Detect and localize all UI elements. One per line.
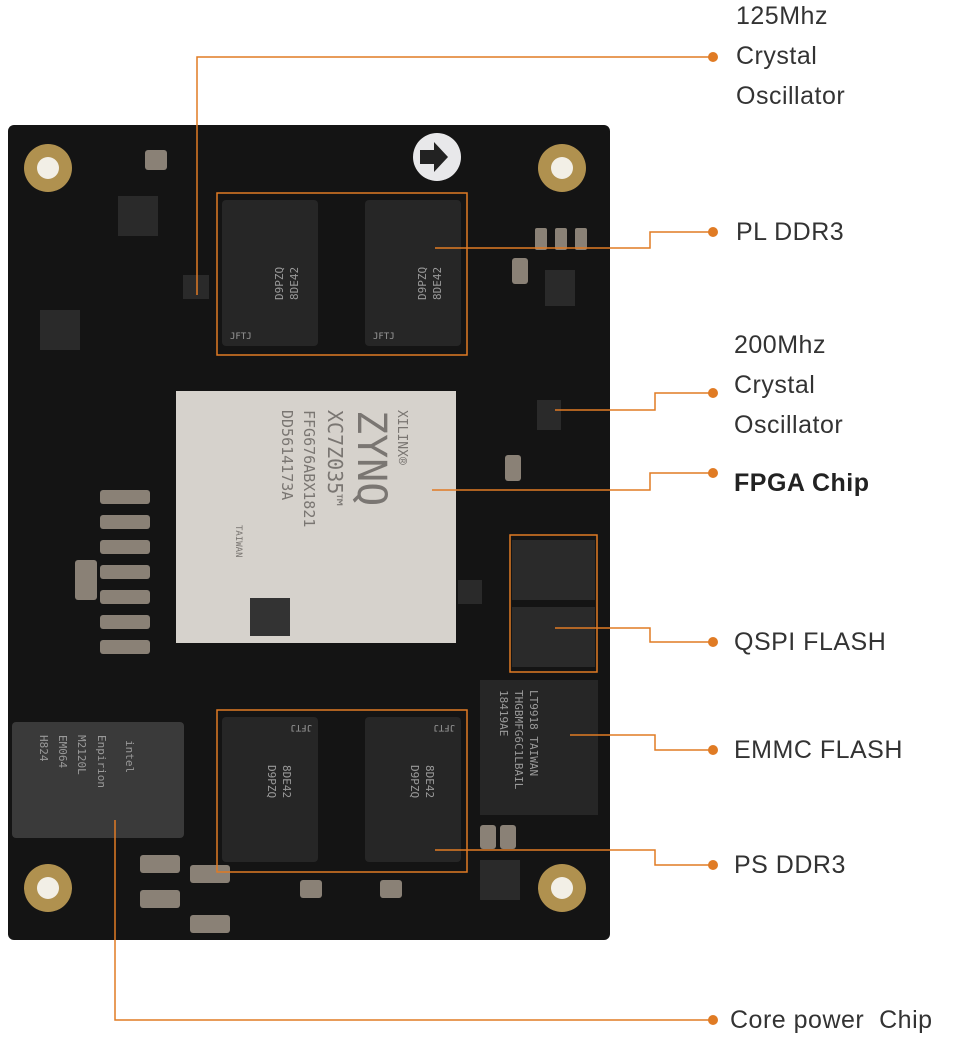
svg-text:LT9918 TAIWAN: LT9918 TAIWAN: [527, 690, 540, 776]
emmc-chip: [480, 680, 598, 815]
small-ics: [40, 196, 575, 900]
label-line: Crystal: [736, 42, 818, 70]
svg-text:8DE42: 8DE42: [280, 765, 293, 798]
label-line: Crystal: [734, 371, 816, 399]
ddr-lot-marking: JFTJ: [433, 722, 455, 732]
svg-text:8DE42: 8DE42: [288, 267, 301, 300]
ps-ddr3-chips: [222, 717, 461, 862]
svg-text:TAIWAN: TAIWAN: [233, 525, 243, 558]
fpga-marking: XILINX® ZYNQ XC7Z035™ FFG676ABX1821 DD56…: [233, 410, 409, 558]
svg-text:FFG676ABX1821: FFG676ABX1821: [300, 410, 318, 527]
svg-text:Enpirion: Enpirion: [95, 735, 108, 788]
label-ps-ddr3: PS DDR3: [734, 851, 846, 879]
label-pl-ddr3: PL DDR3: [736, 218, 845, 246]
svg-text:18419AE: 18419AE: [497, 690, 510, 736]
label-fpga-chip: FPGA Chip: [734, 469, 870, 497]
svg-text:D9PZQ: D9PZQ: [273, 267, 286, 300]
label-125mhz-oscillator: 125Mhz Crystal Oscillator: [736, 0, 845, 116]
svg-text:D9PZQ: D9PZQ: [408, 765, 421, 798]
svg-text:EM064: EM064: [56, 735, 69, 768]
label-emmc-flash: EMMC FLASH: [734, 736, 903, 764]
core-power-chip: [12, 722, 184, 838]
passive-components: [75, 150, 587, 933]
svg-text:intel: intel: [123, 740, 136, 773]
svg-text:DD5614173A: DD5614173A: [278, 410, 296, 500]
qr-code: [250, 598, 290, 636]
svg-text:D9PZQ: D9PZQ: [265, 765, 278, 798]
label-qspi-flash: QSPI FLASH: [734, 628, 887, 656]
ddr-lot-marking: JFTJ: [373, 332, 395, 342]
ddr-lot-marking: JFTJ: [290, 722, 312, 732]
svg-text:H824: H824: [37, 735, 50, 762]
label-line: 125Mhz: [736, 2, 828, 30]
fpga-chip: [176, 391, 456, 643]
ddr-lot-marking: JFTJ: [230, 332, 252, 342]
svg-text:ZYNQ: ZYNQ: [348, 410, 394, 506]
svg-text:XC7Z035™: XC7Z035™: [323, 410, 347, 506]
svg-text:8DE42: 8DE42: [423, 765, 436, 798]
pl-ddr3-chips: [222, 200, 461, 346]
svg-text:THGBMFG6C1LBAIL: THGBMFG6C1LBAIL: [512, 690, 525, 790]
label-line: 200Mhz: [734, 331, 826, 359]
svg-text:D9PZQ: D9PZQ: [416, 267, 429, 300]
svg-text:XILINX®: XILINX®: [394, 410, 409, 465]
qspi-flash-chips: [512, 540, 595, 667]
label-line: Oscillator: [736, 82, 846, 110]
leader-lines: [114, 56, 710, 1021]
svg-text:8DE42: 8DE42: [431, 267, 444, 300]
label-core-power-chip: Core power Chip: [730, 1006, 933, 1034]
label-line: Oscillator: [734, 411, 844, 439]
callout-dots: [708, 52, 718, 1025]
svg-text:M2120L: M2120L: [75, 735, 88, 775]
label-200mhz-oscillator: 200Mhz Crystal Oscillator: [734, 325, 843, 445]
